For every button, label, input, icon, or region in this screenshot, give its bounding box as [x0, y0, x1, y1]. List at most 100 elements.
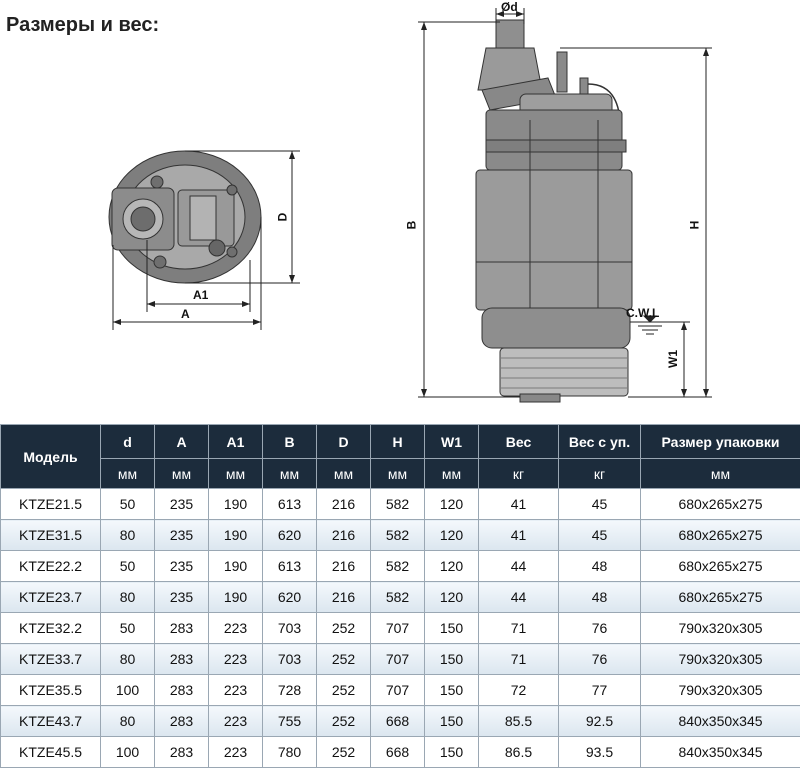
table-cell: 582 [370, 550, 425, 582]
table-cell: 223 [208, 643, 263, 675]
table-cell: 840x350x345 [640, 705, 800, 737]
table-cell: 790x320x305 [640, 643, 800, 675]
table-cell: 680x265x275 [640, 519, 800, 551]
table-cell: 703 [262, 612, 317, 644]
table-cell: 582 [370, 519, 425, 551]
table-cell: 790x320x305 [640, 612, 800, 644]
cell-model: KTZE31.5 [0, 519, 101, 551]
table-cell: 190 [208, 519, 263, 551]
unit-cell: мм [262, 458, 317, 489]
unit-cell: мм [100, 458, 155, 489]
table-header: Модель d A A1 B D H W1 Вес Вес с уп. Раз… [0, 424, 800, 489]
cell-model: KTZE22.2 [0, 550, 101, 582]
table-cell: 72 [478, 674, 559, 706]
table-cell: 77 [558, 674, 641, 706]
table-cell: 41 [478, 488, 559, 520]
table-cell: 50 [100, 550, 155, 582]
table-cell: 86.5 [478, 736, 559, 768]
table-cell: 755 [262, 705, 317, 737]
table-cell: 120 [424, 488, 479, 520]
page-title: Размеры и вес: [6, 14, 160, 36]
column-header-a1: A1 [208, 424, 263, 459]
unit-cell: мм [154, 458, 209, 489]
table-cell: 235 [154, 581, 209, 613]
cell-model: KTZE33.7 [0, 643, 101, 675]
table-cell: 85.5 [478, 705, 559, 737]
table-cell: 190 [208, 550, 263, 582]
column-header-d: d [100, 424, 155, 459]
table-cell: 252 [316, 612, 371, 644]
table-cell: 80 [100, 705, 155, 737]
cell-model: KTZE35.5 [0, 674, 101, 706]
cell-model: KTZE23.7 [0, 581, 101, 613]
dim-label-a1: A1 [193, 288, 209, 302]
table-cell: 48 [558, 581, 641, 613]
table-cell: 80 [100, 581, 155, 613]
table-cell: 150 [424, 612, 479, 644]
pump-drawing-svg [108, 8, 712, 403]
column-header-b: B [262, 424, 317, 459]
water-level-symbol-icon [638, 315, 662, 335]
table-cell: 680x265x275 [640, 581, 800, 613]
table-cell: 150 [424, 643, 479, 675]
table-cell: 216 [316, 519, 371, 551]
table-cell: 50 [100, 488, 155, 520]
column-header-h: H [370, 424, 425, 459]
table-cell: 780 [262, 736, 317, 768]
table-cell: 120 [424, 550, 479, 582]
table-cell: 100 [100, 736, 155, 768]
column-header-d-height: D [316, 424, 371, 459]
unit-cell: кг [558, 458, 641, 489]
pump-top-view [108, 150, 262, 284]
side-view-dimension-lines [418, 8, 712, 398]
unit-cell: мм [370, 458, 425, 489]
unit-cell: мм [424, 458, 479, 489]
dim-label-b: B [404, 220, 419, 230]
unit-cell: мм [640, 458, 800, 489]
table-cell: 150 [424, 705, 479, 737]
table-cell: 707 [370, 612, 425, 644]
table-cell: 613 [262, 550, 317, 582]
table-cell: 703 [262, 643, 317, 675]
table-cell: 50 [100, 612, 155, 644]
specifications-table: Модель d A A1 B D H W1 Вес Вес с уп. Раз… [0, 424, 800, 768]
dim-label-d-height: D [275, 212, 290, 222]
top-view-dimension-lines [112, 150, 300, 330]
table-cell: 680x265x275 [640, 488, 800, 520]
table-cell: 44 [478, 550, 559, 582]
table-cell: 80 [100, 519, 155, 551]
cell-model: KTZE32.2 [0, 612, 101, 644]
table-cell: 252 [316, 643, 371, 675]
table-cell: 707 [370, 643, 425, 675]
table-cell: 668 [370, 736, 425, 768]
table-cell: 45 [558, 519, 641, 551]
table-cell: 71 [478, 612, 559, 644]
unit-cell: мм [208, 458, 263, 489]
table-units-row: мм мм мм мм мм мм мм кг кг мм [1, 458, 800, 489]
table-cell: 80 [100, 643, 155, 675]
table-cell: 190 [208, 488, 263, 520]
dim-label-cwl: C.W.L [626, 306, 660, 320]
pump-side-view [475, 19, 633, 403]
table-cell: 620 [262, 581, 317, 613]
column-header-a: A [154, 424, 209, 459]
table-cell: 582 [370, 488, 425, 520]
dim-label-w1: W1 [666, 350, 680, 368]
table-cell: 190 [208, 581, 263, 613]
table-cell: 283 [154, 674, 209, 706]
table-cell: 252 [316, 674, 371, 706]
table-cell: 150 [424, 674, 479, 706]
table-cell: 45 [558, 488, 641, 520]
table-cell: 44 [478, 581, 559, 613]
cell-model: KTZE21.5 [0, 488, 101, 520]
table-cell: 120 [424, 519, 479, 551]
top-view-arrowheads [113, 151, 295, 325]
